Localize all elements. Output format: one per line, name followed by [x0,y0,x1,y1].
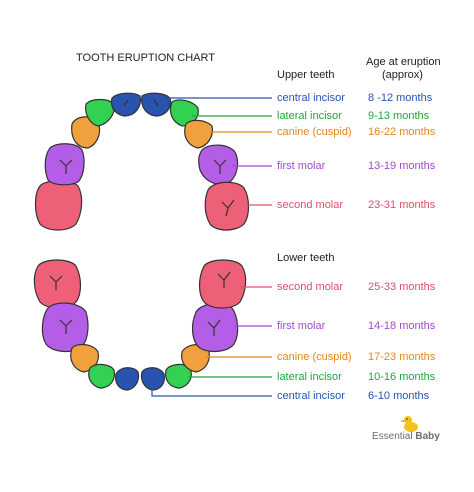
lower-second-molar-label: second molar [277,281,344,293]
lower-teeth-heading: Lower teeth [277,252,335,264]
upper-right-central-incisor [141,92,172,117]
upper-first-molar-age: 13-19 months [368,160,436,172]
lower-left-lateral-incisor [88,363,115,389]
upper-right-canine [184,119,213,149]
leader-lower-central [151,388,272,397]
brand-logo: Essential Baby [372,431,440,442]
lower-second-molar-age: 25-33 months [368,281,436,293]
upper-left-second-molar [34,180,83,231]
brand-name-part2: Baby [415,431,440,442]
upper-left-central-incisor [110,92,141,117]
age-header-approx: (approx) [382,69,423,81]
lower-right-canine [181,343,210,373]
lower-lateral-incisor-age: 10-16 months [368,371,436,383]
lower-central-incisor-label: central incisor [277,390,345,402]
lower-arch [33,259,247,391]
upper-lateral-incisor-age: 9-13 months [368,110,430,122]
lower-left-central-incisor [115,367,140,391]
lower-right-central-incisor [140,367,165,391]
lower-right-second-molar [198,259,247,309]
age-header: Age at eruption [366,56,441,68]
lower-lateral-incisor-label: lateral incisor [277,371,342,383]
lower-canine-age: 17-23 months [368,351,436,363]
lower-left-second-molar [33,259,82,309]
upper-arch [34,92,250,231]
upper-central-incisor-age: 8 -12 months [368,92,433,104]
upper-left-canine [71,116,101,149]
duck-logo-icon [400,416,418,432]
leader-lines [151,97,272,397]
chart-title: TOOTH ERUPTION CHART [76,52,215,64]
upper-central-incisor-label: central incisor [277,92,345,104]
lower-right-lateral-incisor [165,363,192,389]
lower-canine-label: canine (cuspid) [277,351,352,363]
upper-second-molar-age: 23-31 months [368,199,436,211]
upper-teeth-heading: Upper teeth [277,69,335,81]
upper-second-molar-label: second molar [277,199,344,211]
upper-canine-label: canine (cuspid) [277,126,352,138]
lower-first-molar-age: 14-18 months [368,320,436,332]
upper-lateral-incisor-label: lateral incisor [277,110,342,122]
brand-name-part1: Essential [372,431,413,442]
lower-first-molar-label: first molar [277,320,326,332]
upper-canine-age: 16-22 months [368,126,436,138]
upper-first-molar-label: first molar [277,160,326,172]
lower-central-incisor-age: 6-10 months [368,390,430,402]
upper-left-lateral-incisor [85,98,115,127]
